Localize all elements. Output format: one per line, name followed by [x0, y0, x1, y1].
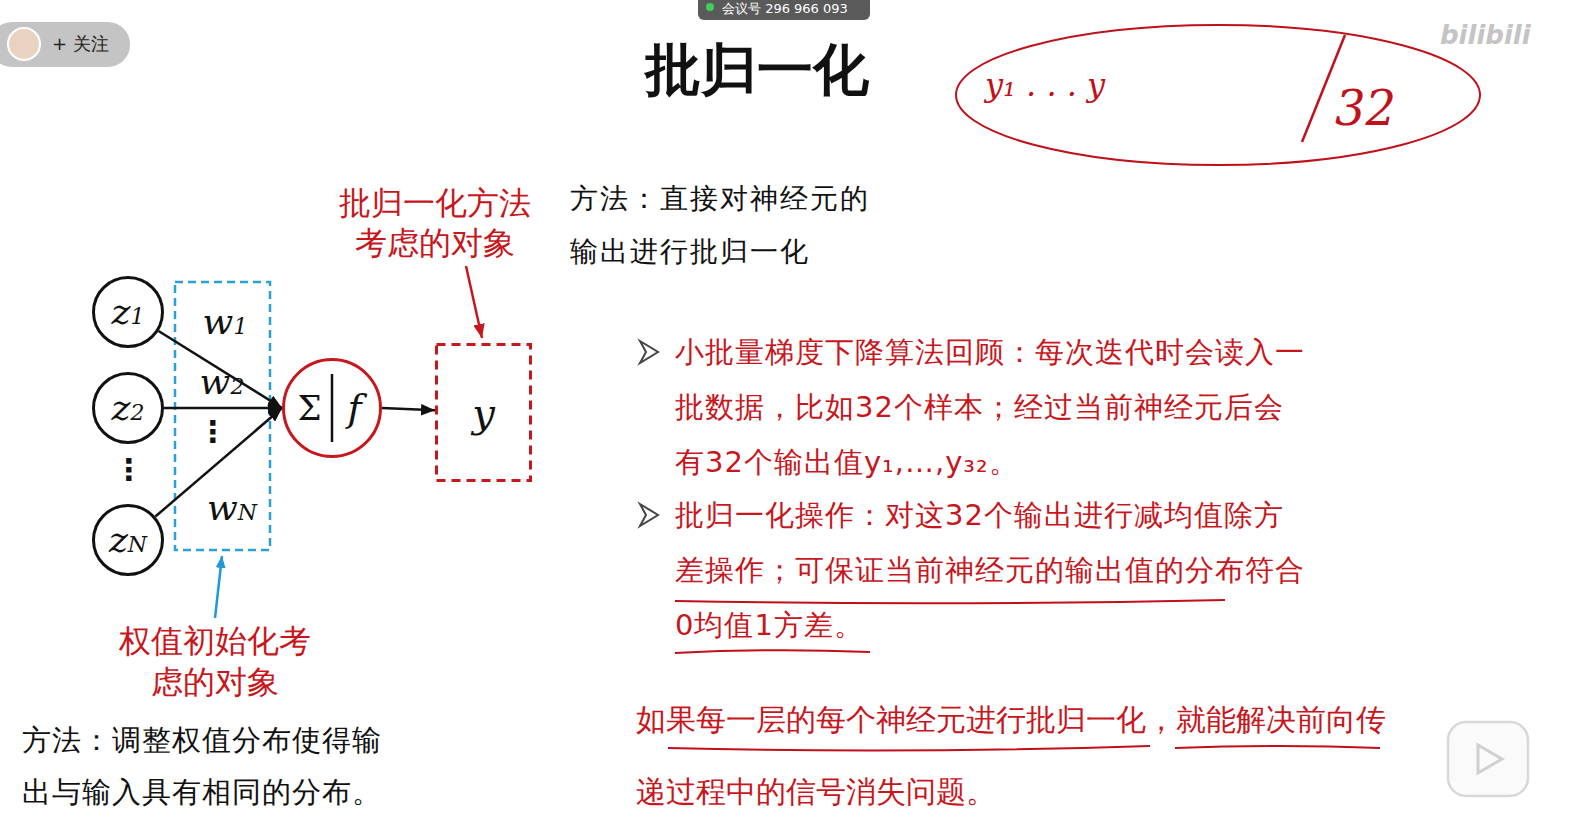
method-note: 方法：调整权值分布使得输出与输入具有相同的分布。	[22, 714, 390, 818]
hand-underline	[675, 650, 870, 653]
node-text: z2	[112, 390, 145, 426]
neuron-circle	[94, 278, 163, 347]
dashed-outline	[437, 345, 531, 481]
play-icon	[1478, 745, 1502, 773]
weight-label: wN	[207, 490, 257, 526]
neuron-circle	[284, 360, 381, 457]
ellipsis-dots: ⋮	[114, 455, 142, 485]
connector-arrow	[159, 331, 282, 408]
hand-ellipse	[956, 25, 1480, 165]
neuron-sum: Σf	[282, 358, 382, 458]
node-text: z1	[112, 294, 145, 330]
hand-underline	[1175, 746, 1380, 748]
input-neuron: zN	[92, 504, 164, 576]
divider-line	[331, 374, 334, 442]
bullet-mark	[640, 341, 658, 363]
weight-box	[175, 282, 270, 550]
callout-label: 权值初始化考虑的对象	[115, 621, 315, 703]
node-outline	[282, 358, 382, 458]
input-neuron: z1	[92, 276, 164, 348]
method-note: 方法：直接对神经元的输出进行批归一化	[570, 172, 874, 278]
hand-underline	[668, 746, 1150, 751]
bullet-mark	[640, 504, 658, 526]
node-text: f	[347, 389, 361, 427]
leader-arrow	[215, 556, 222, 618]
avatar	[8, 28, 40, 60]
node-text: y	[472, 393, 495, 433]
neuron-circle	[94, 374, 163, 443]
callout-label: 批归一化方法考虑的对象	[335, 183, 535, 263]
neuron-circle	[94, 506, 163, 575]
hand-note: y₁ . . . y	[985, 66, 1265, 104]
weight-label: w1	[203, 304, 248, 340]
follow-button: + 关注	[52, 32, 132, 55]
weight-label: w2	[200, 364, 245, 400]
connector-arrow	[164, 407, 282, 410]
bullet-text: 小批量梯度下降算法回顾：每次迭代时会读入一批数据，比如32个样本；经过当前神经元…	[675, 325, 1309, 490]
watermark: bilibili	[1440, 20, 1575, 51]
ellipsis-dots: ⋮	[198, 417, 226, 447]
bullet-text: 批归一化操作：对这32个输出进行减均值除方差操作；可保证当前神经元的输出值的分布…	[675, 488, 1309, 653]
conclusion-text: 如果每一层的每个神经元进行批归一化，就能解决前向传递过程中的信号消失问题。	[636, 684, 1398, 828]
slide-title: 批归一化	[600, 36, 914, 103]
node-text: Σ	[297, 391, 321, 425]
play-icon	[1448, 722, 1528, 796]
meeting-id: 会议号 296 966 093	[722, 1, 872, 17]
leader-arrow	[466, 266, 482, 338]
input-neuron: z2	[92, 372, 164, 444]
status-dot	[706, 3, 714, 11]
output-box: y	[435, 343, 532, 482]
hand-note: 32	[1335, 82, 1445, 135]
node-text: zN	[109, 522, 147, 558]
hand-underline	[675, 600, 1225, 603]
connector-arrow	[382, 408, 435, 410]
